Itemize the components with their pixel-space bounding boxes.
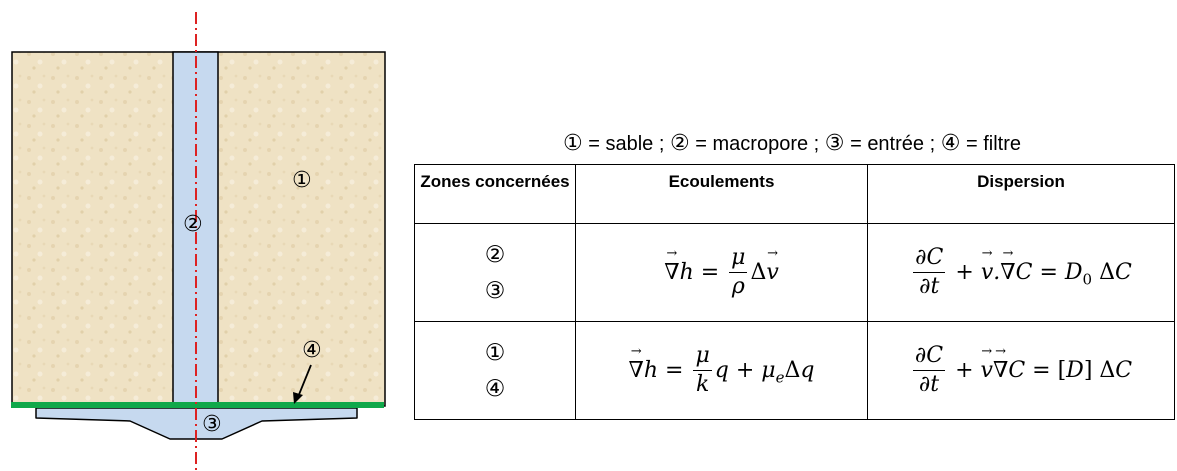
sand-zone-label: ① [292, 168, 312, 193]
filter-zone-label: ④ [302, 338, 322, 363]
legend-label-filter: filtre [983, 133, 1021, 155]
legend-separator: ; [653, 133, 670, 155]
legend-assign: = [583, 133, 606, 155]
macropore-zone-label: ② [183, 212, 203, 237]
legend-marker-macropore: ② [670, 131, 690, 156]
zone-marker: ④ [416, 371, 574, 407]
inlet-zone-label: ③ [202, 412, 222, 437]
legend-separator: ; [924, 133, 941, 155]
legend-assign: = [690, 133, 713, 155]
legend-assign: = [960, 133, 983, 155]
table-row: ① ④ ∇h = μkq + μeΔq ∂C∂t + v∇C = [D] ΔC [415, 322, 1175, 420]
table-header-row: Zones concernées Ecoulements Dispersion [415, 165, 1175, 224]
zone-marker: ③ [416, 273, 574, 309]
zone-legend: ① = sable ; ② = macropore ; ③ = entrée ;… [412, 131, 1172, 156]
legend-marker-inlet: ③ [825, 131, 845, 156]
flow-equation-brinkman: ∇h = μkq + μeΔq [576, 322, 868, 420]
header-flow: Ecoulements [576, 165, 868, 224]
equations-table: Zones concernées Ecoulements Dispersion … [414, 164, 1175, 420]
legend-marker-filter: ④ [941, 131, 961, 156]
legend-label-macropore: macropore [713, 133, 809, 155]
macropore-diagram: ① ② ③ ④ [0, 0, 400, 471]
zones-cell: ② ③ [415, 224, 576, 322]
legend-separator: ; [808, 133, 825, 155]
dispersion-equation-molecular: ∂C∂t + v.∇C = D0 ΔC [868, 224, 1175, 322]
zones-cell: ① ④ [415, 322, 576, 420]
flow-equation-stokes: ∇h = μρΔv [576, 224, 868, 322]
header-dispersion: Dispersion [868, 165, 1175, 224]
header-zones: Zones concernées [415, 165, 576, 224]
legend-label-sand: sable [605, 133, 653, 155]
zone-marker: ① [416, 335, 574, 371]
dispersion-equation-tensor: ∂C∂t + v∇C = [D] ΔC [868, 322, 1175, 420]
legend-label-inlet: entrée [867, 133, 924, 155]
filter-layer [11, 402, 384, 408]
legend-assign: = [845, 133, 868, 155]
table-row: ② ③ ∇h = μρΔv ∂C∂t + v.∇C = D0 ΔC [415, 224, 1175, 322]
zone-marker: ② [416, 237, 574, 273]
legend-marker-sand: ① [563, 131, 583, 156]
